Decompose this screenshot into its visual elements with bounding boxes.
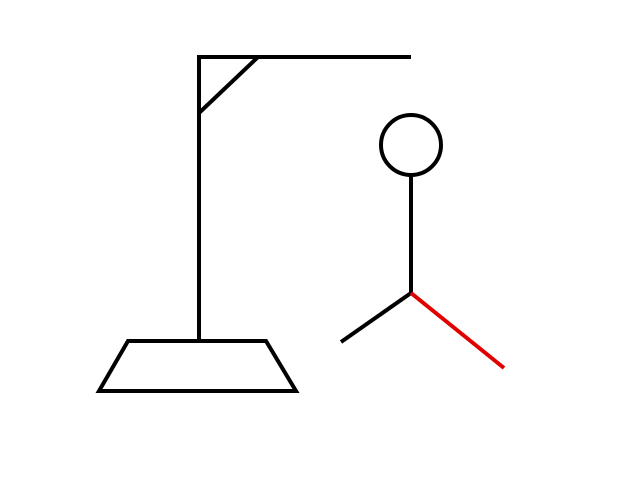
gallows-base (95, 339, 300, 393)
gallows-brace (197, 55, 260, 115)
hangman-head (379, 113, 443, 177)
hangman-right-leg (409, 291, 506, 370)
gallows (95, 55, 411, 393)
hangman-left-leg (339, 291, 413, 344)
hangman-figure (339, 113, 506, 370)
